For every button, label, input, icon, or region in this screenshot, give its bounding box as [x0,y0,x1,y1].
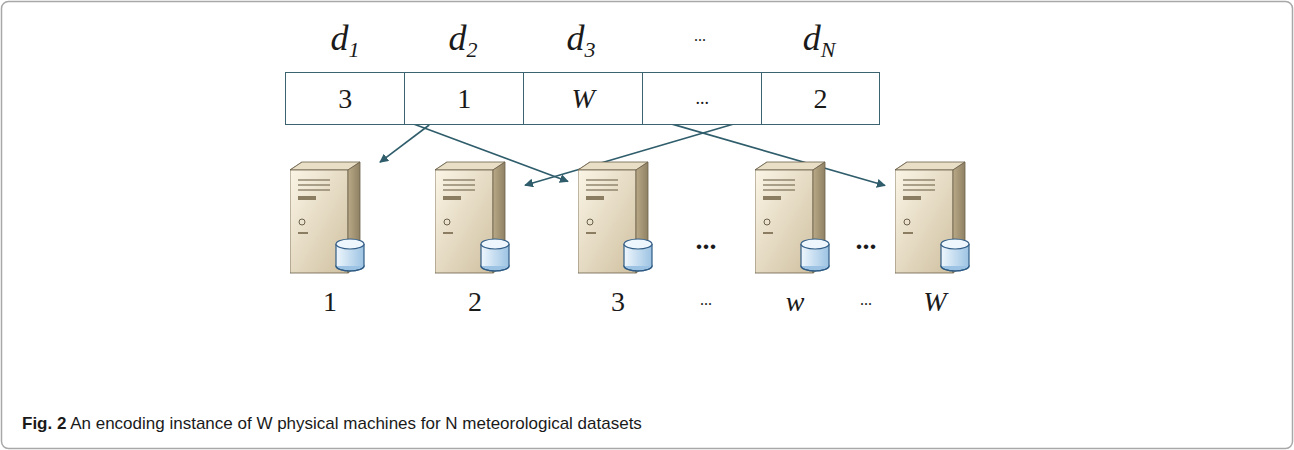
ellipsis: ... [856,224,877,256]
database-cylinder [336,239,364,271]
encoding-cell: W [523,72,644,125]
cell-value: 3 [338,83,352,115]
server-icon [895,160,975,275]
encoding-cell: ... [642,72,763,125]
cell-value: W [572,83,595,115]
machine-number: 1 [323,287,337,318]
ellipsis: ... [696,224,717,256]
physical-machine: 3 [568,160,668,318]
dataset-label: d3 [567,17,596,63]
physical-machine: w [745,160,845,318]
machine-number: 3 [611,287,625,318]
machine-number: w [786,287,805,318]
physical-machine: 1 [280,160,380,318]
assignment-arrow [380,125,429,162]
dataset-label: d1 [331,17,360,63]
cell-value: ... [696,88,710,109]
machine-number: W [923,287,946,318]
database-cylinder [481,239,509,271]
cell-value: 2 [814,83,828,115]
server-icon [578,160,658,275]
encoding-cell: 2 [761,72,880,125]
dataset-label: dN [803,17,836,63]
machine-number: 2 [468,287,482,318]
ellipsis: ... [700,291,712,309]
cell-value: 1 [457,83,471,115]
encoding-cell: 3 [285,72,406,125]
server-icon [435,160,515,275]
database-cylinder [801,239,829,271]
encoding-cell: 1 [404,72,525,125]
ellipsis: ... [860,291,872,309]
database-cylinder [624,239,652,271]
server-icon [290,160,370,275]
database-cylinder [941,239,969,271]
physical-machine: 2 [425,160,525,318]
dataset-label: d2 [449,17,478,63]
physical-machine: W [885,160,985,318]
figure-caption: Fig. 2 An encoding instance of W physica… [22,414,642,434]
server-icon [755,160,835,275]
ellipsis: ... [694,27,706,45]
